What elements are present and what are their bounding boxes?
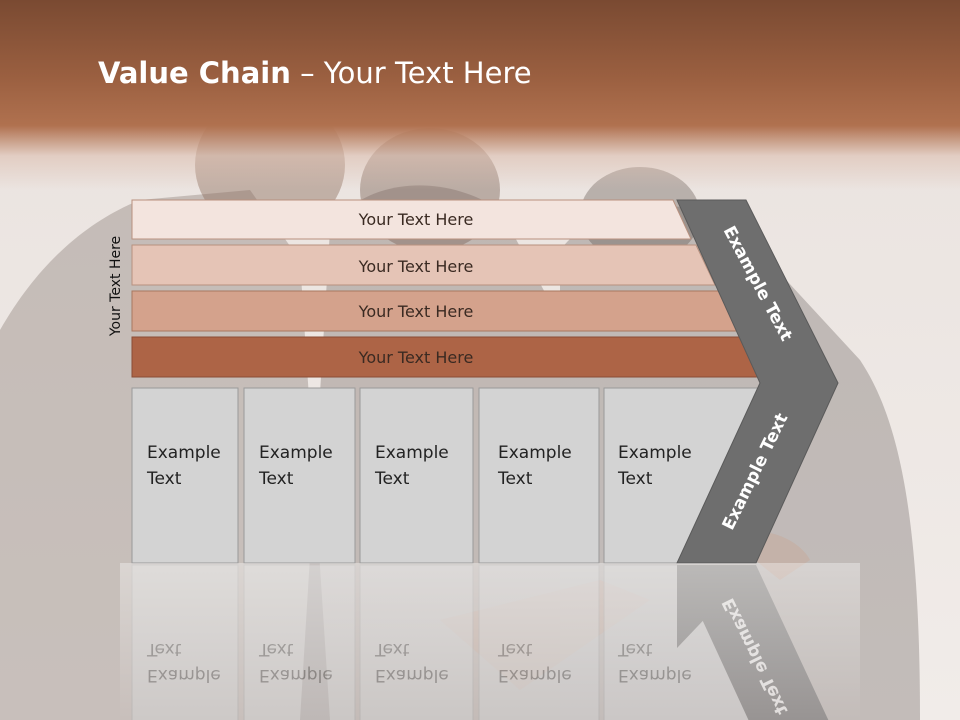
cell-5-line1: Example bbox=[618, 443, 692, 463]
bar-3: Your Text Here bbox=[131, 290, 739, 332]
cell-4: Example Text bbox=[478, 387, 600, 564]
cell-3-line2: Text bbox=[374, 469, 410, 489]
slide-title: Value Chain – Your Text Here bbox=[98, 56, 532, 90]
cell-4-line1: Example bbox=[498, 443, 572, 463]
cell-2: Example Text bbox=[243, 387, 356, 564]
header-band bbox=[0, 0, 960, 190]
bar-4: Your Text Here bbox=[131, 336, 762, 378]
cell-1-line2: Text bbox=[146, 469, 182, 489]
cell-2-line2: Text bbox=[258, 469, 294, 489]
bar-1: Your Text Here bbox=[131, 199, 692, 240]
title-bold: Value Chain bbox=[98, 56, 291, 90]
title-rest: – Your Text Here bbox=[290, 56, 532, 90]
bar-2-label: Your Text Here bbox=[358, 257, 474, 276]
reflection-fade bbox=[120, 563, 860, 720]
cell-5: Example Text bbox=[603, 387, 762, 564]
cell-2-line1: Example bbox=[259, 443, 333, 463]
bar-1-label: Your Text Here bbox=[358, 210, 474, 229]
cell-1-line1: Example bbox=[147, 443, 221, 463]
cell-3: Example Text bbox=[359, 387, 474, 564]
cell-5-line2: Text bbox=[617, 469, 653, 489]
cell-1: Example Text bbox=[131, 387, 239, 564]
bar-3-label: Your Text Here bbox=[358, 302, 474, 321]
bar-4-label: Your Text Here bbox=[358, 348, 474, 367]
bar-2: Your Text Here bbox=[131, 244, 716, 286]
cell-3-line1: Example bbox=[375, 443, 449, 463]
cell-4-line2: Text bbox=[497, 469, 533, 489]
chevron-arrow: Example Text Example Text bbox=[676, 199, 839, 564]
